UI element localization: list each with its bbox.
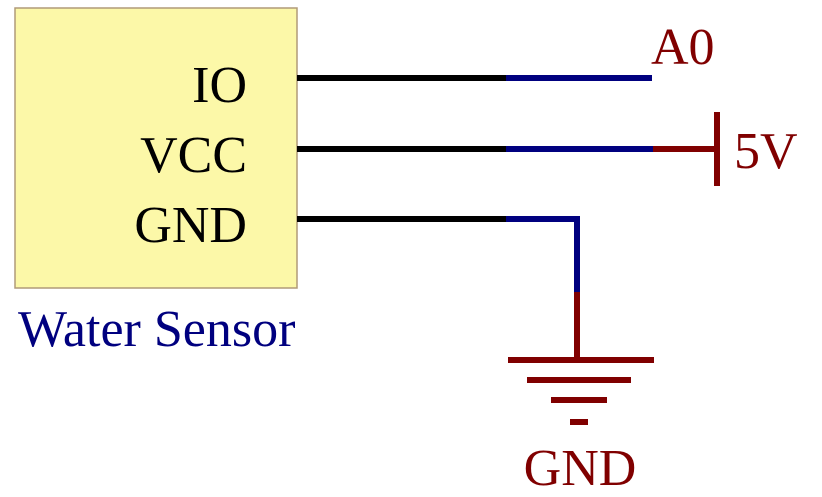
gnd-connection: GND: [297, 216, 654, 497]
gnd-net-wire: [506, 216, 580, 294]
net-label-a0: A0: [651, 19, 715, 76]
pin-label-gnd: GND: [134, 197, 247, 254]
vcc-connection: 5V: [297, 112, 798, 186]
water-sensor-component: IO VCC GND: [14, 7, 298, 289]
component-caption: Water Sensor: [18, 301, 295, 358]
ground-icon: [508, 357, 654, 425]
net-label-5v: 5V: [734, 123, 798, 180]
io-connection: A0: [297, 19, 715, 81]
net-label-gnd: GND: [524, 440, 637, 497]
pin-label-vcc: VCC: [140, 127, 247, 184]
component-body: [14, 7, 298, 289]
pin-label-io: IO: [192, 57, 247, 114]
